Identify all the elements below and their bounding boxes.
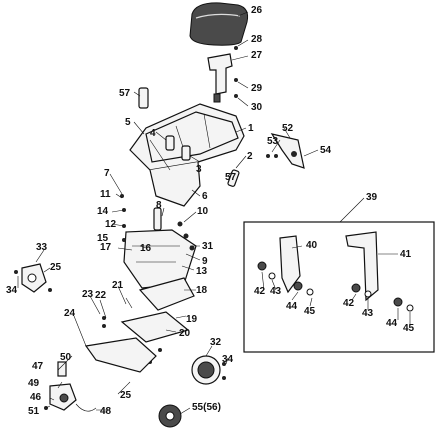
callout-40: 40 — [306, 240, 318, 251]
callout-34-left: 34 — [6, 285, 18, 296]
callout-6: 6 — [202, 191, 208, 202]
callout-9: 9 — [202, 256, 208, 267]
bushing-top — [138, 87, 149, 109]
callout-19: 19 — [186, 314, 198, 325]
callout-1: 1 — [248, 123, 254, 134]
callout-7: 7 — [104, 168, 110, 179]
callout-11: 11 — [100, 189, 111, 200]
callout-23: 23 — [82, 289, 94, 300]
gear-wheel — [158, 404, 182, 428]
callout-33: 33 — [36, 242, 48, 253]
callout-25-left: 25 — [50, 262, 62, 273]
callout-28: 28 — [251, 34, 263, 45]
main-frame — [129, 103, 245, 207]
callout-50: 50 — [60, 352, 72, 363]
callout-22: 22 — [95, 290, 107, 301]
callout-52: 52 — [282, 123, 294, 134]
callout-4: 4 — [150, 128, 156, 139]
callout-14: 14 — [97, 206, 109, 217]
callout-57-mid: 57 — [225, 172, 237, 183]
callout-34-right: 34 — [222, 354, 234, 365]
callout-17: 17 — [100, 242, 112, 253]
callout-44-right: 44 — [386, 318, 398, 329]
callout-labels: 26 28 27 29 30 57 5 4 1 52 53 54 2 3 57 … — [6, 5, 415, 417]
callout-30: 30 — [251, 102, 263, 113]
seat-bracket — [207, 46, 238, 103]
callout-42-right: 42 — [343, 298, 355, 309]
callout-41: 41 — [400, 249, 412, 260]
leader-lines — [17, 11, 411, 415]
callout-57-top: 57 — [119, 88, 131, 99]
callout-16: 16 — [140, 243, 152, 254]
callout-54: 54 — [320, 145, 332, 156]
steering-assembly — [120, 194, 197, 289]
callout-43-left: 43 — [270, 286, 282, 297]
foot-plate — [102, 277, 195, 364]
callout-46: 46 — [30, 392, 42, 403]
callout-43-right: 43 — [362, 308, 374, 319]
callout-44-left: 44 — [286, 301, 298, 312]
callout-49: 49 — [28, 378, 40, 389]
callout-12: 12 — [105, 219, 117, 230]
callout-3: 3 — [196, 164, 202, 175]
callout-45-right: 45 — [403, 323, 415, 334]
callout-47: 47 — [32, 361, 44, 372]
hub-cover — [191, 355, 226, 385]
callout-51: 51 — [28, 406, 40, 417]
callout-45-left: 45 — [304, 306, 316, 317]
inset-detail-box — [243, 197, 435, 353]
callout-24: 24 — [64, 308, 76, 319]
callout-2: 2 — [247, 151, 253, 162]
callout-13: 13 — [196, 266, 208, 277]
callout-18: 18 — [196, 285, 208, 296]
callout-55-56: 55(56) — [192, 402, 221, 413]
callout-20: 20 — [179, 328, 191, 339]
callout-21: 21 — [112, 280, 124, 291]
brake-pedal — [84, 337, 157, 373]
callout-25-bottom: 25 — [120, 390, 132, 401]
callout-27: 27 — [251, 50, 263, 61]
callout-42-left: 42 — [254, 286, 266, 297]
seat-cushion — [189, 2, 249, 46]
callout-10: 10 — [197, 206, 209, 217]
side-bracket — [266, 133, 305, 169]
callout-26: 26 — [251, 5, 263, 16]
callout-32: 32 — [210, 337, 222, 348]
callout-31: 31 — [202, 241, 214, 252]
callout-15: 15 — [97, 233, 109, 244]
callout-39: 39 — [366, 192, 378, 203]
callout-29: 29 — [251, 83, 263, 94]
left-cover — [14, 263, 52, 293]
callout-48: 48 — [100, 406, 112, 417]
brake-caliper — [44, 361, 97, 412]
callout-5: 5 — [125, 117, 131, 128]
callout-8: 8 — [156, 200, 162, 211]
callout-53: 53 — [267, 136, 279, 147]
